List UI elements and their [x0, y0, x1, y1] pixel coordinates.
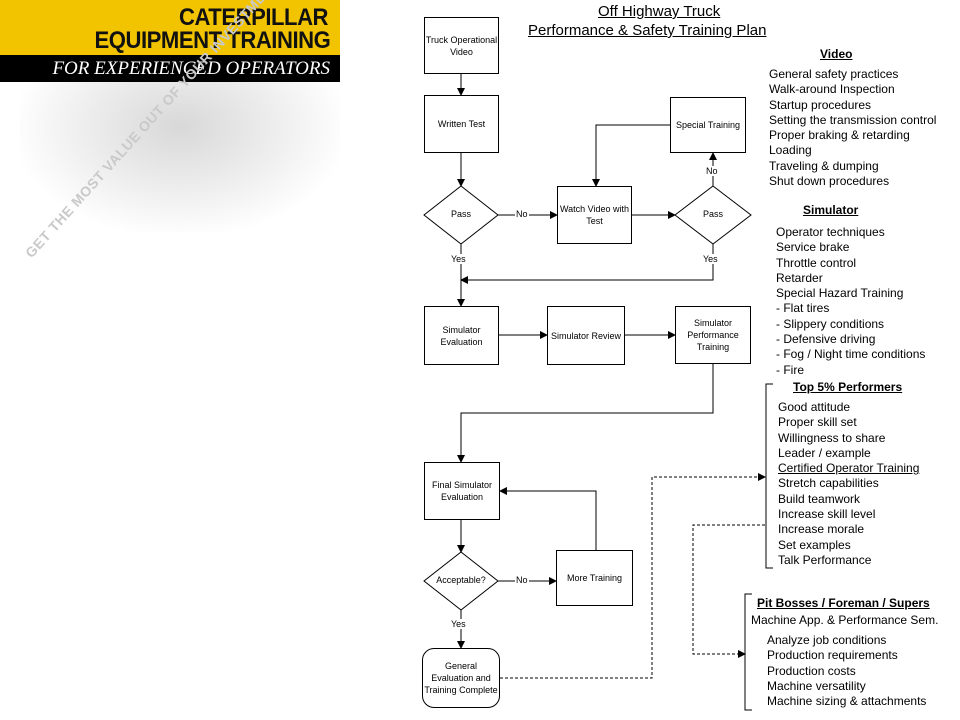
pit-item: Machine sizing & attachments	[767, 694, 927, 709]
decision-pass-2	[674, 185, 752, 245]
video-item: Proper braking & retarding	[769, 128, 910, 143]
top5-item: Increase skill level	[778, 507, 876, 522]
box-general-evaluation-complete: General Evaluation and Training Complete	[422, 648, 500, 708]
simulator-item: - Slippery conditions	[776, 316, 885, 331]
decision-acceptable-label: Acceptable?	[436, 575, 486, 585]
label-no-acceptable: No	[515, 575, 529, 585]
video-item: Shut down procedures	[769, 174, 890, 189]
diagram-subtitle: Performance & Safety Training Plan	[528, 22, 767, 39]
pit-item: Analyze job conditions	[767, 633, 887, 647]
brand-line-2: EQUIPMENT TRAINING	[94, 27, 330, 54]
simulator-item: - Fog / Night time conditions	[776, 347, 926, 362]
dashed-general-to-top5	[500, 473, 766, 679]
top5-item: Increase morale	[778, 522, 865, 537]
box-watch-video-with-test: Watch Video with Test	[557, 186, 632, 244]
arrow-perf-to-final	[457, 364, 714, 463]
simulator-item: Throttle control	[776, 255, 857, 270]
video-item: Traveling & dumping	[769, 158, 879, 173]
arrow-pass2-yes-to-sim	[460, 244, 714, 284]
banner-black-band	[0, 55, 340, 82]
video-item: General safety practices	[769, 67, 899, 81]
caterpillar-banner: CATERPILLAR EQUIPMENT TRAINING FOR EXPER…	[0, 0, 340, 88]
label-yes-pass1: Yes	[451, 254, 466, 264]
pit-item: Production costs	[767, 663, 856, 678]
simulator-item: - Defensive driving	[776, 332, 876, 347]
box-simulator-performance-training: Simulator Performance Training	[675, 306, 751, 364]
video-list: General safety practices Walk-around Ins…	[769, 67, 936, 189]
simulator-item: Service brake	[776, 240, 850, 255]
simulator-item: Operator techniques	[776, 225, 885, 239]
label-no-pass1: No	[515, 209, 529, 219]
top5-item: Leader / example	[778, 445, 871, 460]
simulator-item: Retarder	[776, 270, 823, 285]
pit-item: Machine versatility	[767, 678, 866, 693]
decision-pass-1-label: Pass	[450, 209, 471, 219]
bracket-top5	[765, 383, 773, 569]
box-truck-operational-video: Truck Operational Video	[424, 17, 499, 74]
video-item: Setting the transmission control	[769, 112, 937, 127]
top5-list: Good attitude Proper skill set Willingne…	[778, 400, 919, 568]
box-simulator-evaluation: Simulator Evaluation	[424, 306, 499, 365]
diagram-title: Off Highway Truck	[598, 3, 721, 20]
top5-item: Good attitude	[778, 400, 851, 414]
top5-item: Talk Performance	[778, 552, 872, 567]
box-more-training: More Training	[556, 550, 633, 606]
arrow-special-to-video	[592, 124, 670, 187]
faded-background-photo	[20, 82, 340, 232]
bracket-pit	[744, 593, 752, 711]
top5-item: Build teamwork	[778, 491, 861, 506]
top5-heading: Top 5% Performers	[793, 380, 903, 394]
box-simulator-review: Simulator Review	[547, 306, 625, 365]
top5-item-certified: Certified Operator Training	[778, 461, 920, 476]
dashed-top5-to-pit	[692, 524, 765, 658]
video-item: Loading	[769, 143, 812, 158]
video-item: Startup procedures	[769, 97, 872, 112]
label-yes-pass2: Yes	[703, 254, 718, 264]
label-no-pass2: No	[706, 166, 718, 176]
simulator-item: Special Hazard Training	[776, 286, 904, 301]
arrow-more-to-final	[499, 487, 597, 550]
video-heading: Video	[820, 47, 853, 61]
pit-heading: Pit Bosses / Foreman / Supers	[757, 596, 930, 610]
pit-item: Production requirements	[767, 648, 898, 663]
top5-item: Proper skill set	[778, 415, 857, 430]
video-item: Walk-around Inspection	[769, 82, 895, 97]
brand-line-1: CATERPILLAR	[178, 4, 329, 31]
brand-tagline: FOR EXPERIENCED OPERATORS	[52, 58, 330, 79]
label-yes-acceptable: Yes	[451, 619, 466, 629]
simulator-heading: Simulator	[803, 203, 859, 217]
pit-subheading: Machine App. & Performance Sem.	[751, 613, 939, 627]
box-written-test: Written Test	[424, 95, 499, 153]
decision-pass-1	[423, 185, 499, 245]
banner-yellow-band	[0, 0, 340, 55]
simulator-list: Operator techniques Service brake Thrott…	[776, 225, 925, 378]
pit-list: Analyze job conditions Production requir…	[767, 633, 926, 709]
top5-item: Willingness to share	[778, 430, 886, 445]
box-special-training: Special Training	[670, 97, 746, 153]
simulator-item: - Fire	[776, 362, 804, 377]
decision-acceptable	[423, 551, 499, 611]
top5-item: Set examples	[778, 537, 851, 552]
decision-pass-2-label: Pass	[702, 209, 723, 219]
box-final-simulator-evaluation: Final Simulator Evaluation	[424, 462, 500, 520]
simulator-item: - Flat tires	[776, 301, 830, 316]
top5-item: Stretch capabilities	[778, 476, 879, 491]
